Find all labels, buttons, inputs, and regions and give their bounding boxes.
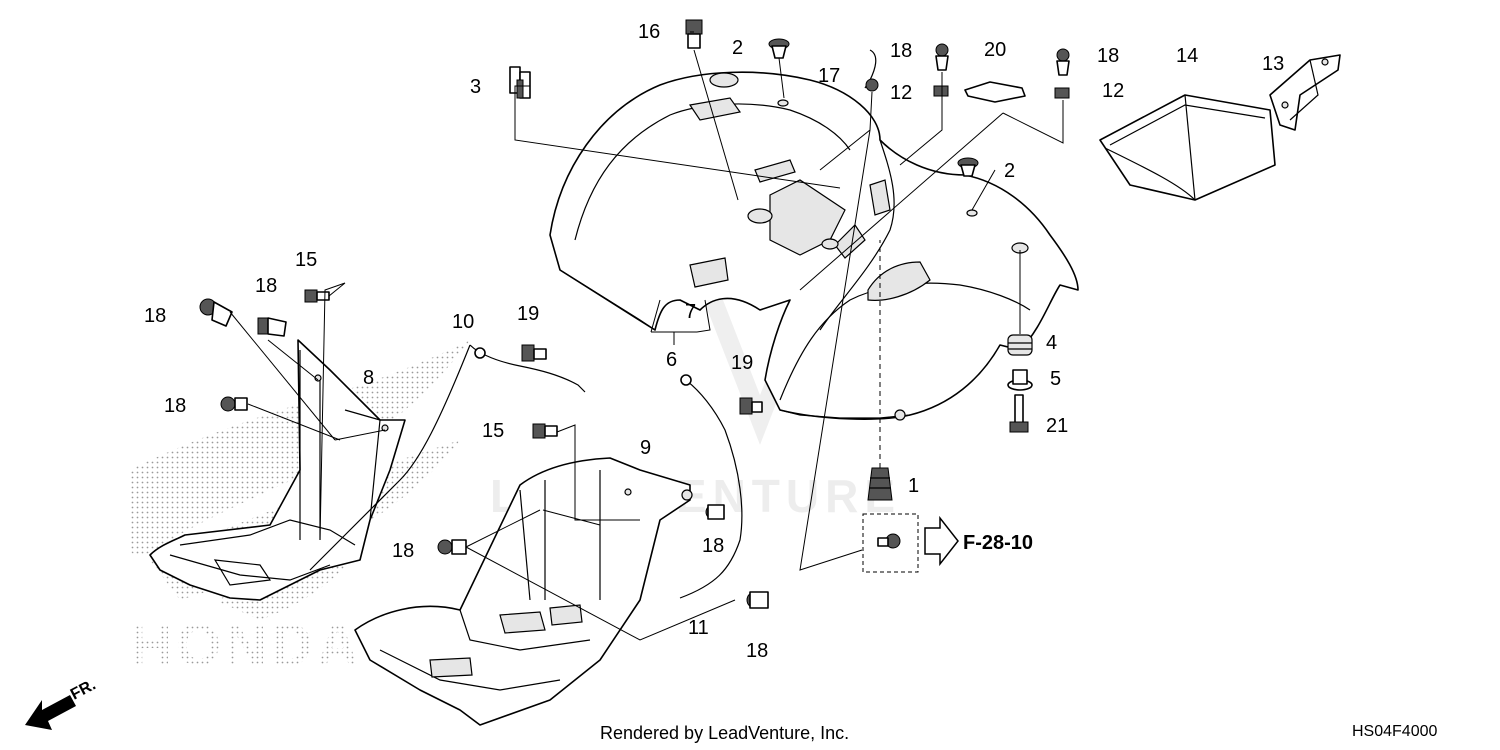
front-direction-label: FR.: [68, 676, 99, 703]
callout-9: 9: [640, 437, 651, 459]
callout-8: 8: [363, 367, 374, 389]
footer-credit: Rendered by LeadVenture, Inc.: [600, 723, 849, 743]
callout-labels: 16 2 3 17 18 12 20 18 12 14 13 2 4 5 21 …: [68, 21, 1284, 704]
clip-part-18-left-a: [199, 298, 233, 327]
cable-part-11: [679, 377, 743, 599]
callout-18-left-b: 18: [255, 275, 277, 297]
rubber-part-4: [1007, 334, 1033, 356]
collar-part-5: [1007, 369, 1033, 391]
honda-logo-lettering: HONDA: [130, 613, 363, 678]
clip-part-18-left-b: [257, 317, 287, 337]
callout-18-top-right: 18: [1097, 45, 1119, 67]
nut-part-12-left: [933, 85, 949, 97]
bolt-part-19-left: [521, 344, 547, 362]
callout-16: 16: [638, 21, 660, 43]
callout-18-mid-left: 18: [392, 540, 414, 562]
wire-part-17: [864, 49, 879, 92]
clip-part-18-mid-right: [705, 504, 725, 520]
right-floorboard: [354, 457, 693, 726]
callout-12-left: 12: [890, 82, 912, 104]
callout-12-right: 12: [1102, 80, 1124, 102]
leader-lines: [229, 31, 1064, 641]
callout-18-mid-right: 18: [702, 535, 724, 557]
grommet-part-2-right: [957, 157, 979, 177]
bolt-part-19-right: [739, 397, 763, 415]
callout-1: 1: [908, 475, 919, 497]
callout-4: 4: [1046, 332, 1057, 354]
clip-part-18-left-c: [220, 396, 248, 412]
callout-2-right: 2: [1004, 160, 1015, 182]
callout-19-right: 19: [731, 352, 753, 374]
callout-14: 14: [1176, 45, 1198, 67]
callout-15-left: 15: [295, 249, 317, 271]
callout-13: 13: [1262, 53, 1284, 75]
clip-part-18-bottom: [746, 591, 769, 609]
screw-part-15-middle: [532, 423, 558, 439]
cross-reference-label: F-28-10: [963, 532, 1033, 554]
plate-part-20: [964, 81, 1026, 103]
callout-18-left-c: 18: [164, 395, 186, 417]
callout-19-left: 19: [517, 303, 539, 325]
bracket: [1269, 54, 1341, 131]
callout-18-top-left: 18: [890, 40, 912, 62]
rear-fender: [549, 71, 1079, 421]
callout-21: 21: [1046, 415, 1068, 437]
callout-2-top: 2: [732, 37, 743, 59]
clip-part-1: [867, 467, 893, 501]
callout-18-left-a: 18: [144, 305, 166, 327]
screw-part-15-left: [304, 289, 330, 303]
clip-part-18-top-left: [935, 43, 949, 71]
callout-11: 11: [688, 617, 709, 639]
callout-3: 3: [470, 76, 481, 98]
callout-17: 17: [818, 65, 840, 87]
front-direction-arrow: [25, 695, 76, 730]
nut-part-12-right: [1054, 87, 1070, 99]
carrier-cover: [1099, 94, 1276, 201]
bolt-part-21: [1009, 394, 1029, 433]
clip-part-3: [509, 66, 531, 99]
diagram-code: HS04F4000: [1352, 723, 1437, 740]
callout-20: 20: [984, 39, 1006, 61]
bolt-part-16: [685, 19, 703, 49]
clip-part-18-mid-left: [437, 539, 467, 555]
cross-ref-arrow: [924, 515, 959, 567]
cross-ref-box: [862, 513, 919, 573]
grommet-part-2-top: [768, 38, 790, 59]
clip-part-18-top-right: [1056, 48, 1070, 76]
callout-10: 10: [452, 311, 474, 333]
callout-6: 6: [666, 349, 677, 371]
callout-7: 7: [685, 301, 696, 323]
callout-5: 5: [1050, 368, 1061, 390]
callout-18-bottom: 18: [746, 640, 768, 662]
callout-15-middle: 15: [482, 420, 504, 442]
